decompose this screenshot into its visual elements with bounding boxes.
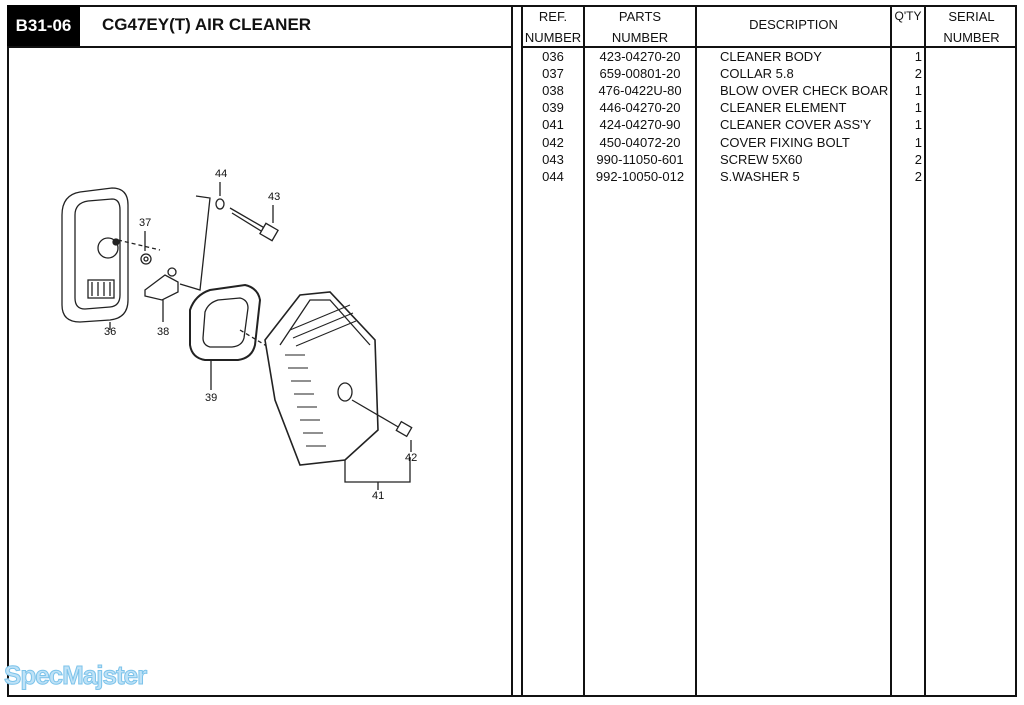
cell-ref: 038	[542, 83, 564, 99]
cell-part: 476-0422U-80	[598, 83, 682, 99]
cell-part: 659-00801-20	[599, 66, 681, 82]
cell-ref: 039	[542, 100, 564, 116]
callout-36: 36	[104, 326, 117, 338]
divider	[890, 5, 892, 697]
cell-qty: 2	[914, 66, 922, 82]
cell-desc: CLEANER COVER ASS'Y	[720, 117, 872, 133]
callout-44: 44	[215, 168, 228, 180]
header-line: SERIAL	[948, 9, 995, 24]
header-line: NUMBER	[943, 30, 1000, 45]
col-header-serial: SERIAL NUMBER	[926, 6, 1017, 48]
exploded-diagram	[61, 182, 413, 490]
cell-desc: CLEANER ELEMENT	[720, 100, 847, 116]
header-line: REF.	[538, 9, 568, 24]
cell-ref: 044	[542, 168, 564, 184]
cell-qty: 2	[914, 168, 922, 184]
cell-desc: BLOW OVER CHECK BOAR	[720, 83, 889, 99]
divider	[924, 5, 926, 697]
cell-part: 424-04270-90	[599, 117, 681, 133]
callout-38: 38	[157, 326, 170, 338]
section-code: B31-06	[7, 5, 80, 47]
callout-43: 43	[268, 191, 281, 203]
header-line: NUMBER	[524, 30, 582, 45]
cell-qty: 1	[914, 134, 922, 150]
cell-desc: COLLAR 5.8	[720, 66, 794, 82]
col-header-qty: Q'TY	[894, 9, 922, 23]
divider	[522, 46, 1017, 48]
cell-qty: 1	[914, 83, 922, 99]
cleaner-body-drawing	[61, 187, 129, 323]
col-header-ref: REF. NUMBER	[523, 6, 583, 48]
cell-qty: 2	[914, 151, 922, 167]
header-line: NUMBER	[611, 30, 669, 45]
cell-ref: 043	[542, 151, 564, 167]
header-line: PARTS	[618, 9, 662, 24]
cell-part: 450-04072-20	[599, 134, 681, 150]
divider	[583, 5, 585, 697]
callout-41: 41	[372, 490, 385, 502]
cell-part: 423-04270-20	[599, 49, 681, 64]
col-header-parts: PARTS NUMBER	[585, 6, 695, 48]
page-title: CG47EY(T) AIR CLEANER	[102, 15, 312, 34]
divider	[695, 5, 697, 697]
cell-part: 446-04270-20	[599, 100, 681, 116]
cell-qty: 1	[914, 117, 922, 133]
cell-qty: 1	[914, 49, 922, 64]
callout-42: 42	[405, 452, 418, 464]
divider	[511, 5, 513, 697]
cell-part: 990-11050-601	[596, 151, 684, 167]
callout-37: 37	[139, 217, 152, 229]
callout-39: 39	[205, 392, 218, 404]
cell-desc: CLEANER BODY	[720, 49, 822, 64]
cell-ref: 037	[542, 66, 564, 82]
divider	[7, 46, 513, 48]
cell-ref: 042	[542, 134, 564, 150]
cell-desc: SCREW 5X60	[720, 151, 803, 167]
cell-ref: 041	[542, 117, 564, 133]
cell-desc: COVER FIXING BOLT	[720, 134, 850, 150]
watermark-logo: SpecMajster	[3, 660, 147, 691]
cell-ref: 036	[542, 49, 564, 64]
cell-desc: S.WASHER 5	[720, 168, 800, 184]
col-header-description: DESCRIPTION	[749, 17, 838, 32]
divider	[521, 5, 523, 697]
cell-qty: 1	[914, 100, 922, 116]
cell-part: 992-10050-012	[595, 168, 685, 184]
